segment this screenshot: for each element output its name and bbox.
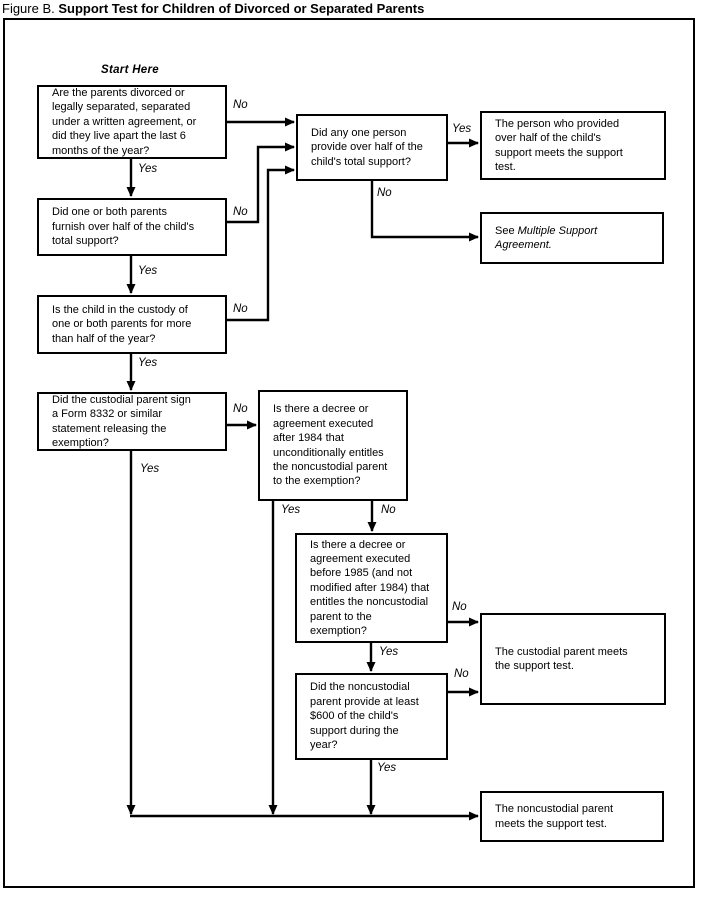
edge-label-q1-yes: Yes (138, 163, 158, 175)
figure-title-prefix: Figure B. (2, 1, 59, 16)
edge-label-anyone-yes: Yes (452, 123, 472, 135)
node-text: The custodial parent meets the support t… (495, 645, 628, 672)
figure-title-bold: Support Test for Children of Divorced or… (58, 1, 425, 16)
node-question-form-8332: Did the custodial parent sign a Form 833… (37, 392, 227, 451)
edge-label-anyone-no: No (377, 187, 392, 199)
edge-anyone-no (370, 180, 479, 242)
start-here-label: Start Here (101, 64, 159, 76)
edge-q2-no (226, 142, 295, 224)
edge-label-q5-yes: Yes (281, 504, 301, 516)
edge-label-q2-no: No (233, 206, 248, 218)
node-result-see-multiple-support-agreement: See Multiple Support Agreement. (480, 212, 664, 264)
node-result-person-meets-test: The person who provided over half of the… (480, 111, 666, 180)
edge-label-q7-yes: Yes (377, 762, 397, 774)
edge-label-q2-yes: Yes (138, 265, 158, 277)
edge-label-q5-no: No (381, 504, 396, 516)
node-question-child-custody: Is the child in the custody of one or bo… (37, 295, 227, 354)
node-text: Is the child in the custody of one or bo… (52, 303, 192, 345)
node-text: The person who provided over half of the… (495, 117, 623, 173)
edge-label-q4-yes: Yes (140, 463, 160, 475)
see-prefix: See (495, 224, 518, 237)
edge-label-q3-no: No (233, 303, 248, 315)
node-text: Did one or both parents furnish over hal… (52, 206, 195, 248)
node-text: See Multiple Support Agreement. (495, 224, 654, 253)
node-result-noncustodial-meets-test: The noncustodial parent meets the suppor… (480, 791, 664, 842)
node-question-600-support: Did the noncustodial parent provide at l… (295, 673, 448, 760)
node-question-decree-after-1984: Is there a decree or agreement executed … (258, 390, 408, 501)
node-question-parents-divorced: Are the parents divorced or legally sepa… (37, 85, 227, 159)
edge-label-q4-no: No (233, 403, 248, 415)
node-question-decree-before-1985: Is there a decree or agreement executed … (295, 533, 448, 643)
node-question-any-one-person: Did any one person provide over half of … (296, 114, 448, 181)
node-question-parents-furnish-half: Did one or both parents furnish over hal… (37, 198, 227, 256)
figure-title: Figure B. Support Test for Children of D… (2, 1, 424, 16)
node-text: Is there a decree or agreement executed … (310, 538, 430, 638)
node-text: Did the noncustodial parent provide at l… (310, 681, 419, 752)
edge-label-q3-yes: Yes (138, 357, 158, 369)
edge-label-q1-no: No (233, 99, 248, 111)
see-italic-reference: Multiple Support Agreement. (495, 224, 598, 251)
edge-label-q6-no: No (452, 601, 467, 613)
node-text: Are the parents divorced or legally sepa… (52, 86, 197, 157)
node-text: Is there a decree or agreement executed … (273, 403, 388, 488)
edge-label-q6-yes: Yes (379, 646, 399, 658)
node-text: Did the custodial parent sign a Form 833… (52, 393, 191, 449)
flowchart-border (3, 18, 695, 888)
edge-q3-no (226, 165, 295, 322)
node-text: The noncustodial parent meets the suppor… (495, 803, 614, 830)
node-result-custodial-meets-test: The custodial parent meets the support t… (480, 613, 666, 705)
node-text: Did any one person provide over half of … (311, 126, 423, 168)
edge-label-q7-no: No (454, 668, 469, 680)
